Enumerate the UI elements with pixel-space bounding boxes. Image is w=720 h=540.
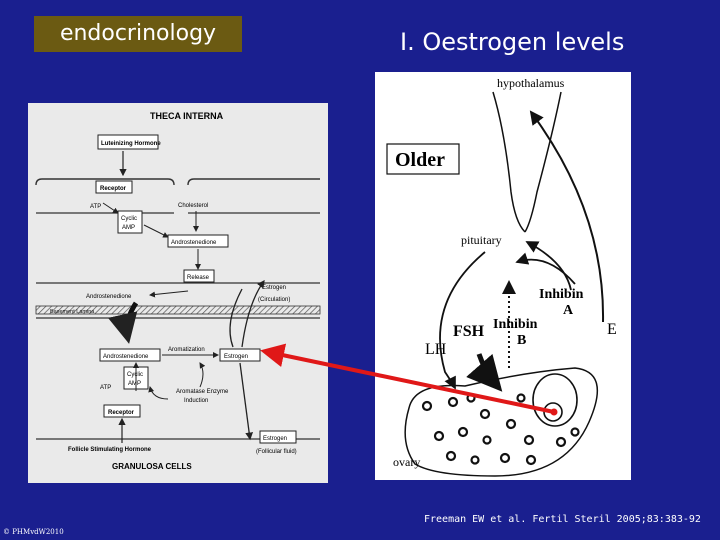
ovary-label: ovary [393,455,420,469]
follicular-label: (Follicular fluid) [256,449,297,455]
basement-label: Basement Lamina [50,309,95,315]
copyright: © PHMvdW2010 [3,528,64,536]
estrogen-circ: Estrogen [262,285,286,291]
cyclic-low-1: Cyclic [127,372,143,378]
inhibin-b-2: B [517,333,526,348]
steroidogenesis-diagram: THECA INTERNA Luteinizing Hormone Recept… [28,103,328,483]
lh-label: Luteinizing Hormone [101,141,161,147]
atp-top: ATP [90,204,101,210]
fsh-full-label: Follicle Stimulating Hormone [68,447,152,453]
aromatization-label: Aromatization [168,347,205,353]
hpo-axis-diagram: hypothalamus Older pituitary Inhibin A F… [375,72,631,480]
inhibin-a-2: A [563,303,574,318]
circulation-label: (Circulation) [258,297,290,303]
dominant-follicle [532,373,578,427]
slide-title: I. Oestrogen levels [400,28,625,56]
inhibin-b-1: Inhibin [493,317,538,332]
topic-label: endocrinology [34,16,242,52]
aromatase-2: Induction [184,398,208,404]
e-label: E [607,321,617,338]
aromatase-1: Aromatase Enzyme [176,389,229,395]
hypothalamus-label: hypothalamus [497,76,565,90]
pituitary-label: pituitary [461,233,502,247]
atp-low: ATP [100,385,111,391]
older-label: Older [395,149,445,171]
diagram-background [28,103,328,483]
androstenedione-top: Androstenedione [171,240,217,246]
lh-label: LH [425,341,447,358]
androstenedione-low: Androstenedione [103,354,149,360]
receptor-top: Receptor [100,186,127,192]
cholesterol-label: Cholesterol [178,203,208,209]
cyclic-top-2: AMP [122,225,135,231]
receptor-low: Receptor [108,410,135,416]
estrogen-low: Estrogen [224,354,248,360]
cyclic-top-1: Cyclic [121,216,137,222]
androstenedione-mid: Androstenedione [86,294,132,300]
citation: Freeman EW et al. Fertil Steril 2005;83:… [424,514,701,525]
inhibin-a-1: Inhibin [539,287,584,302]
fsh-label: FSH [453,323,485,340]
granulosa-title: GRANULOSA CELLS [112,462,192,471]
release-label: Release [187,275,210,281]
cyclic-low-2: AMP [128,381,141,387]
estrogen-foll: Estrogen [263,436,287,442]
theca-title: THECA INTERNA [150,111,224,121]
